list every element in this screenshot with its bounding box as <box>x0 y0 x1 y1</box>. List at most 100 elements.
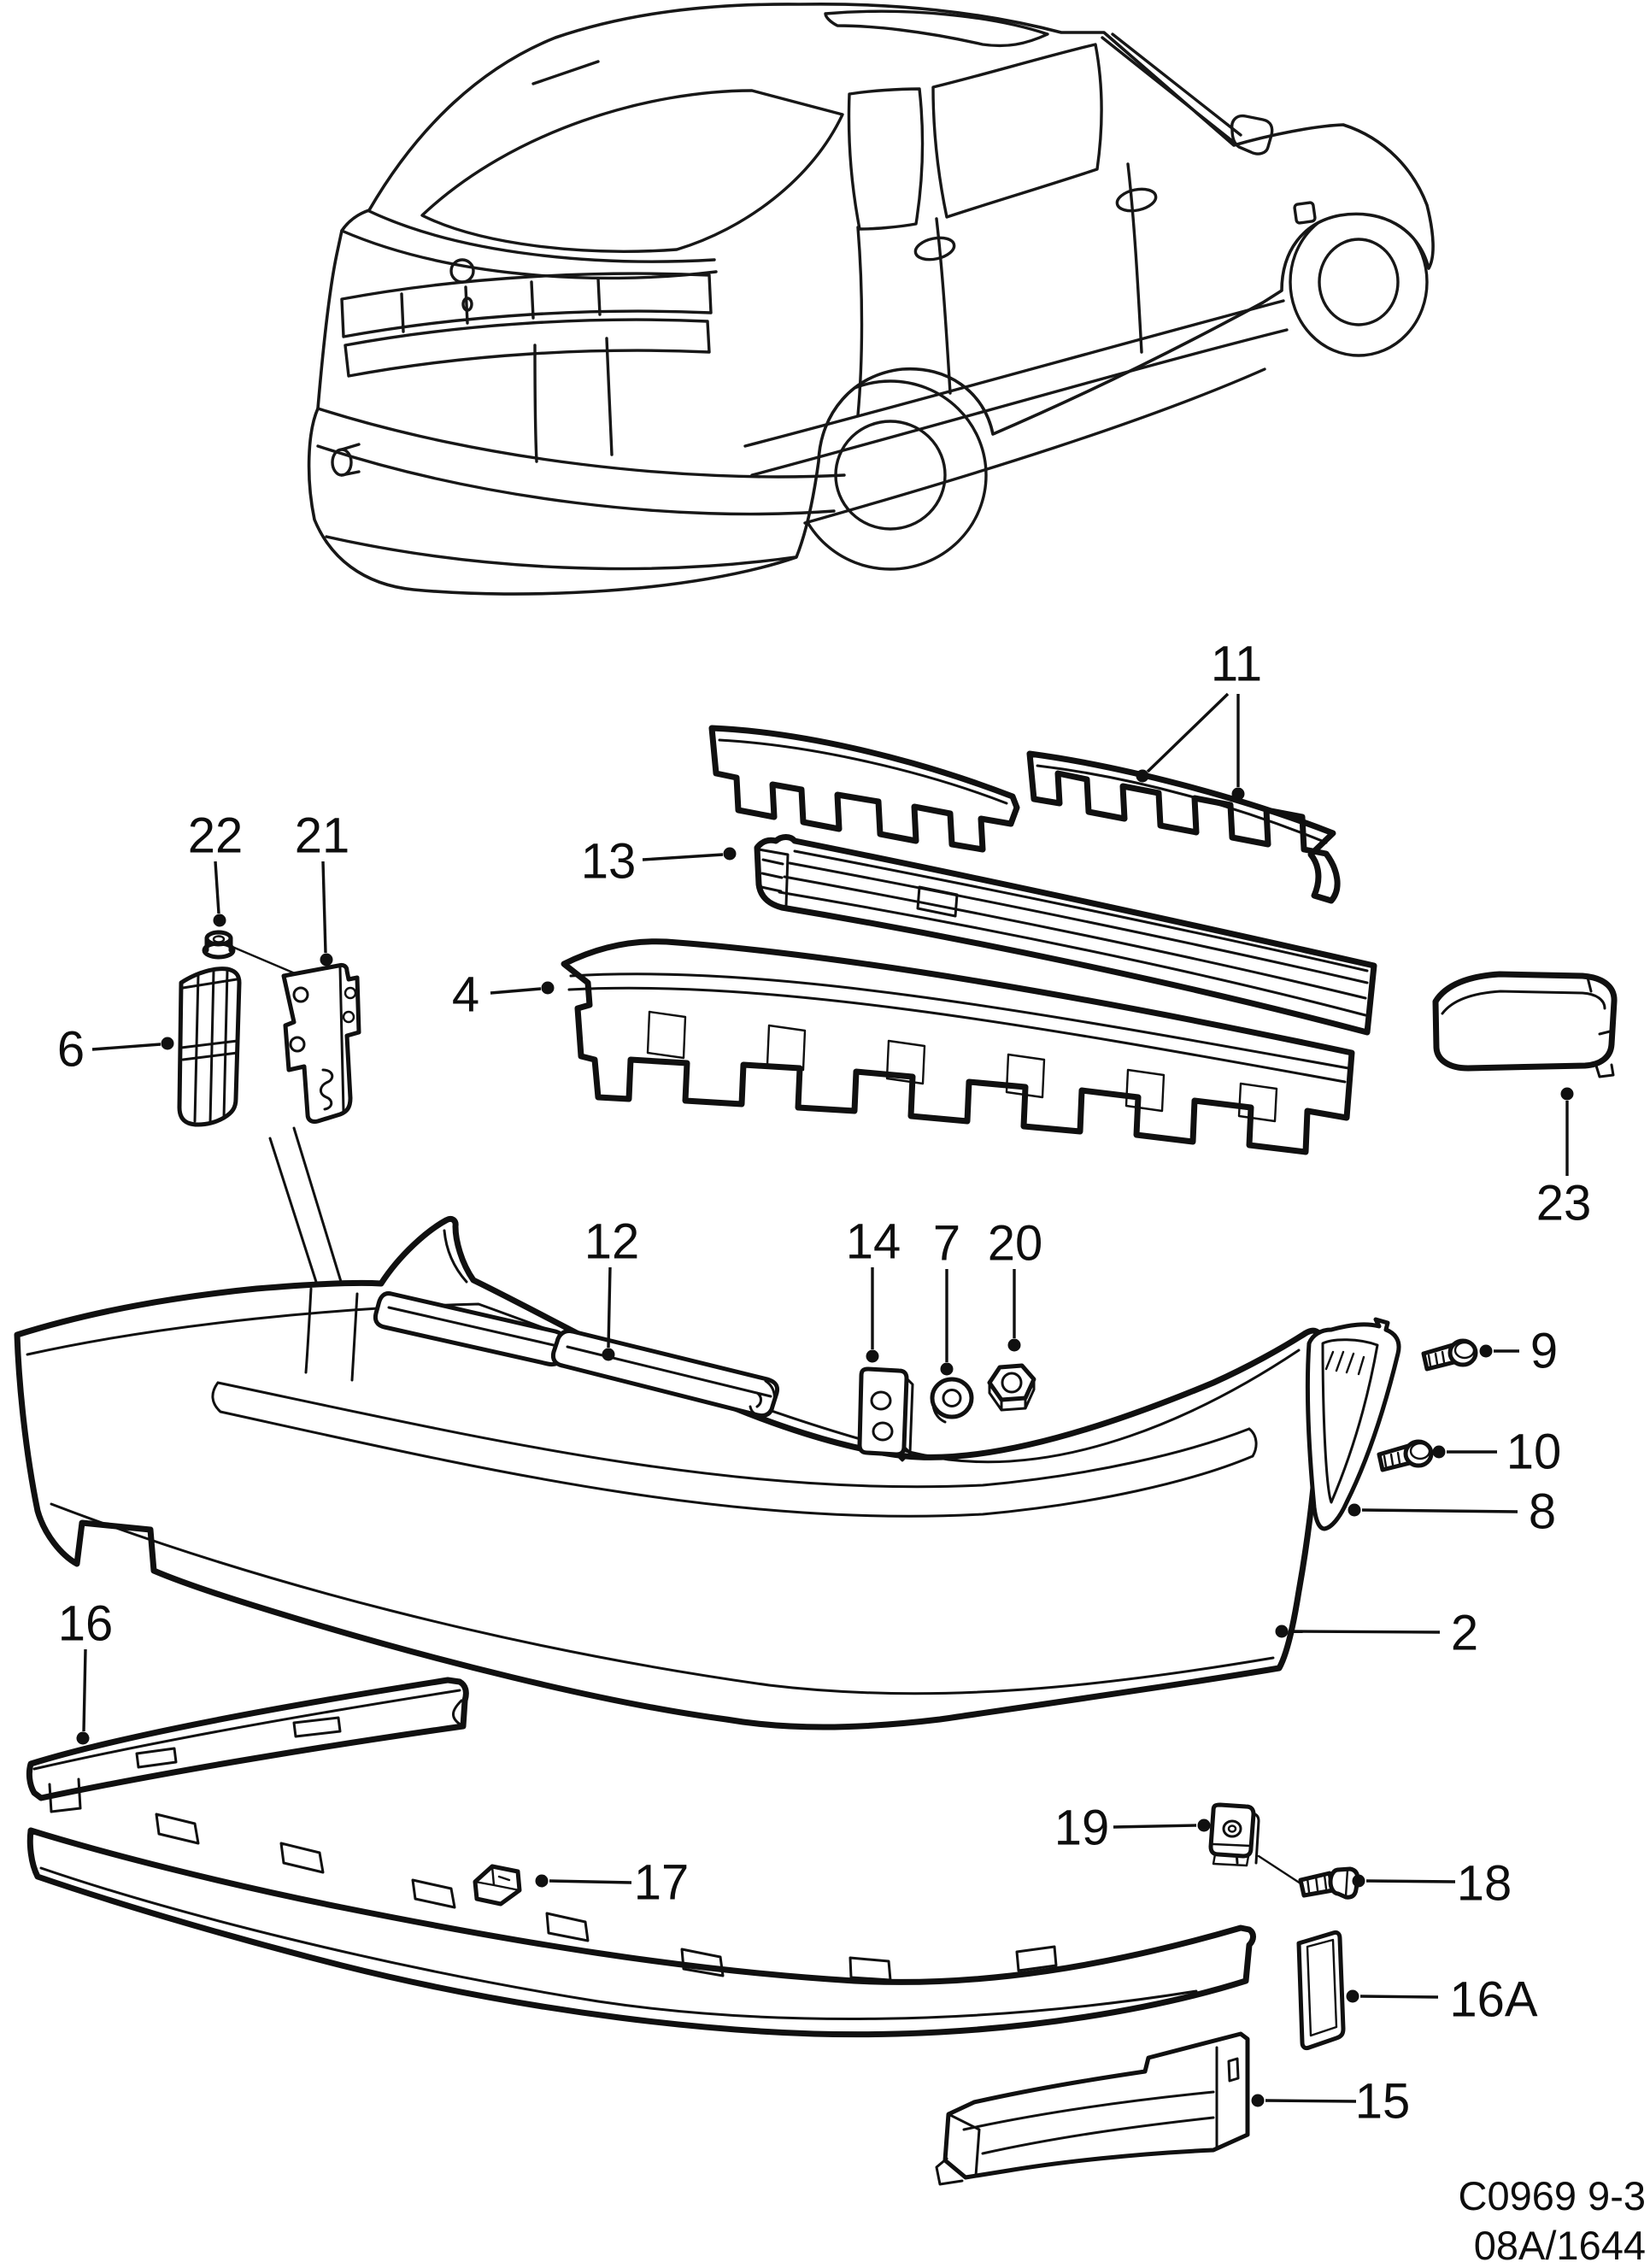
license-recess <box>533 337 614 463</box>
part-number-label: 15 <box>1355 2074 1411 2130</box>
front-wheel-rim <box>1318 238 1400 326</box>
part-number-label: 22 <box>188 808 244 864</box>
part-14-tapping-plate <box>857 1366 914 1462</box>
callout-16A: 16A <box>1346 1972 1538 2028</box>
leader-line <box>91 1043 161 1051</box>
door-seams <box>856 162 1143 417</box>
leader-line <box>1361 1508 1518 1513</box>
callout-12: 12 <box>584 1214 640 1361</box>
a-pillar <box>1101 32 1242 145</box>
bracket-pointer-lines <box>268 1126 347 1305</box>
part-number-label: 21 <box>295 808 350 864</box>
leader-dot <box>541 981 555 995</box>
antenna <box>531 60 600 85</box>
leader-dot <box>320 953 333 967</box>
car-illustration <box>307 2 1435 596</box>
exhaust-pipe <box>340 443 361 477</box>
leader-dot <box>213 914 226 927</box>
leader-dot <box>161 1037 174 1050</box>
leader-line <box>214 861 220 914</box>
part-number-label: 7 <box>933 1216 960 1272</box>
part-number-label: 6 <box>57 1022 85 1078</box>
leader-dot <box>1432 1445 1446 1459</box>
callout-14: 14 <box>846 1214 901 1363</box>
part-number-label: 23 <box>1536 1176 1592 1231</box>
leader-dot <box>1007 1338 1021 1352</box>
leader-dot <box>1352 1874 1365 1888</box>
part-15-bracket <box>935 2031 1250 2186</box>
fuel-door <box>1293 201 1317 225</box>
part-23-end-block <box>1432 971 1618 1078</box>
leader-line <box>549 1879 632 1884</box>
diagram-code: C0969 9-3 <box>1459 2173 1647 2218</box>
leader-dot <box>866 1349 879 1363</box>
part-13-reinforcement-bar <box>754 834 1377 1036</box>
part-2-bumper-cover <box>14 1215 1324 1730</box>
callout-13: 13 <box>581 834 737 890</box>
bumper-creases <box>316 407 846 571</box>
leader-dot <box>602 1348 615 1361</box>
part-22-nut <box>202 930 302 978</box>
stud-line <box>231 945 302 978</box>
callout-15: 15 <box>1251 2074 1411 2130</box>
hatch-lines <box>340 209 718 280</box>
callout-16: 16 <box>58 1596 113 1745</box>
rear-window <box>420 89 844 253</box>
leader-line <box>490 987 542 995</box>
callout-2: 2 <box>1275 1606 1478 1661</box>
part-number-label: 8 <box>1529 1484 1556 1540</box>
front-door-window <box>931 43 1103 219</box>
part-21-bracket <box>281 962 361 1124</box>
part-18-screw <box>1257 1854 1360 1900</box>
part-number-label: 4 <box>452 967 479 1023</box>
part-number-label: 2 <box>1451 1606 1478 1661</box>
callout-6: 6 <box>57 1022 174 1078</box>
leader-line <box>1113 1824 1197 1829</box>
part-number-label: 13 <box>581 834 637 890</box>
callout-18: 18 <box>1352 1856 1512 1912</box>
leader-dot <box>1231 787 1245 801</box>
part-number-label: 20 <box>988 1216 1043 1272</box>
leader-line <box>1146 692 1230 773</box>
diagram-sheet-ref: 08A/1644 <box>1474 2223 1646 2268</box>
part-17-clip <box>473 1864 522 1907</box>
callout-21: 21 <box>295 808 350 967</box>
leader-dot <box>1197 1819 1211 1832</box>
callout-7: 7 <box>933 1216 960 1376</box>
part-20-nut <box>987 1363 1036 1412</box>
leader-dot <box>1251 2094 1265 2107</box>
part-19-clip <box>1208 1802 1256 1867</box>
door-mirror <box>1230 114 1274 156</box>
leader-dot <box>1136 769 1149 783</box>
door-handle <box>1115 187 1158 213</box>
part-number-label: 10 <box>1506 1425 1562 1480</box>
part-8-side-trim <box>1305 1317 1401 1531</box>
leader-dot <box>940 1362 954 1376</box>
doc-code: C0969 9-3 08A/1644 <box>1459 2173 1647 2268</box>
part-10-screw <box>1377 1439 1434 1472</box>
part-number-label: 18 <box>1457 1856 1512 1912</box>
leader-dot <box>1348 1503 1361 1517</box>
rear-door-window <box>847 87 925 231</box>
callout-9: 9 <box>1479 1324 1558 1379</box>
part-number-label: 17 <box>634 1855 690 1911</box>
part-9-screw <box>1421 1338 1478 1372</box>
leader-dot <box>76 1731 90 1745</box>
leader-line <box>1359 1995 1439 1999</box>
leader-dot <box>723 847 737 861</box>
leader-line <box>607 1266 612 1348</box>
leader-line <box>1289 1630 1441 1634</box>
callout-20: 20 <box>988 1216 1043 1352</box>
sunroof <box>824 9 1049 48</box>
part-number-label: 14 <box>846 1214 901 1270</box>
callout-23: 23 <box>1536 1087 1592 1231</box>
callout-8: 8 <box>1348 1484 1556 1540</box>
part-16-spoiler-panel <box>26 1677 469 1813</box>
leader-line <box>82 1648 87 1732</box>
part-number-label: 12 <box>584 1214 640 1270</box>
part-number-label: 19 <box>1054 1801 1110 1856</box>
car-body-outline <box>307 2 1435 596</box>
part-number-label: 11 <box>1211 637 1262 692</box>
